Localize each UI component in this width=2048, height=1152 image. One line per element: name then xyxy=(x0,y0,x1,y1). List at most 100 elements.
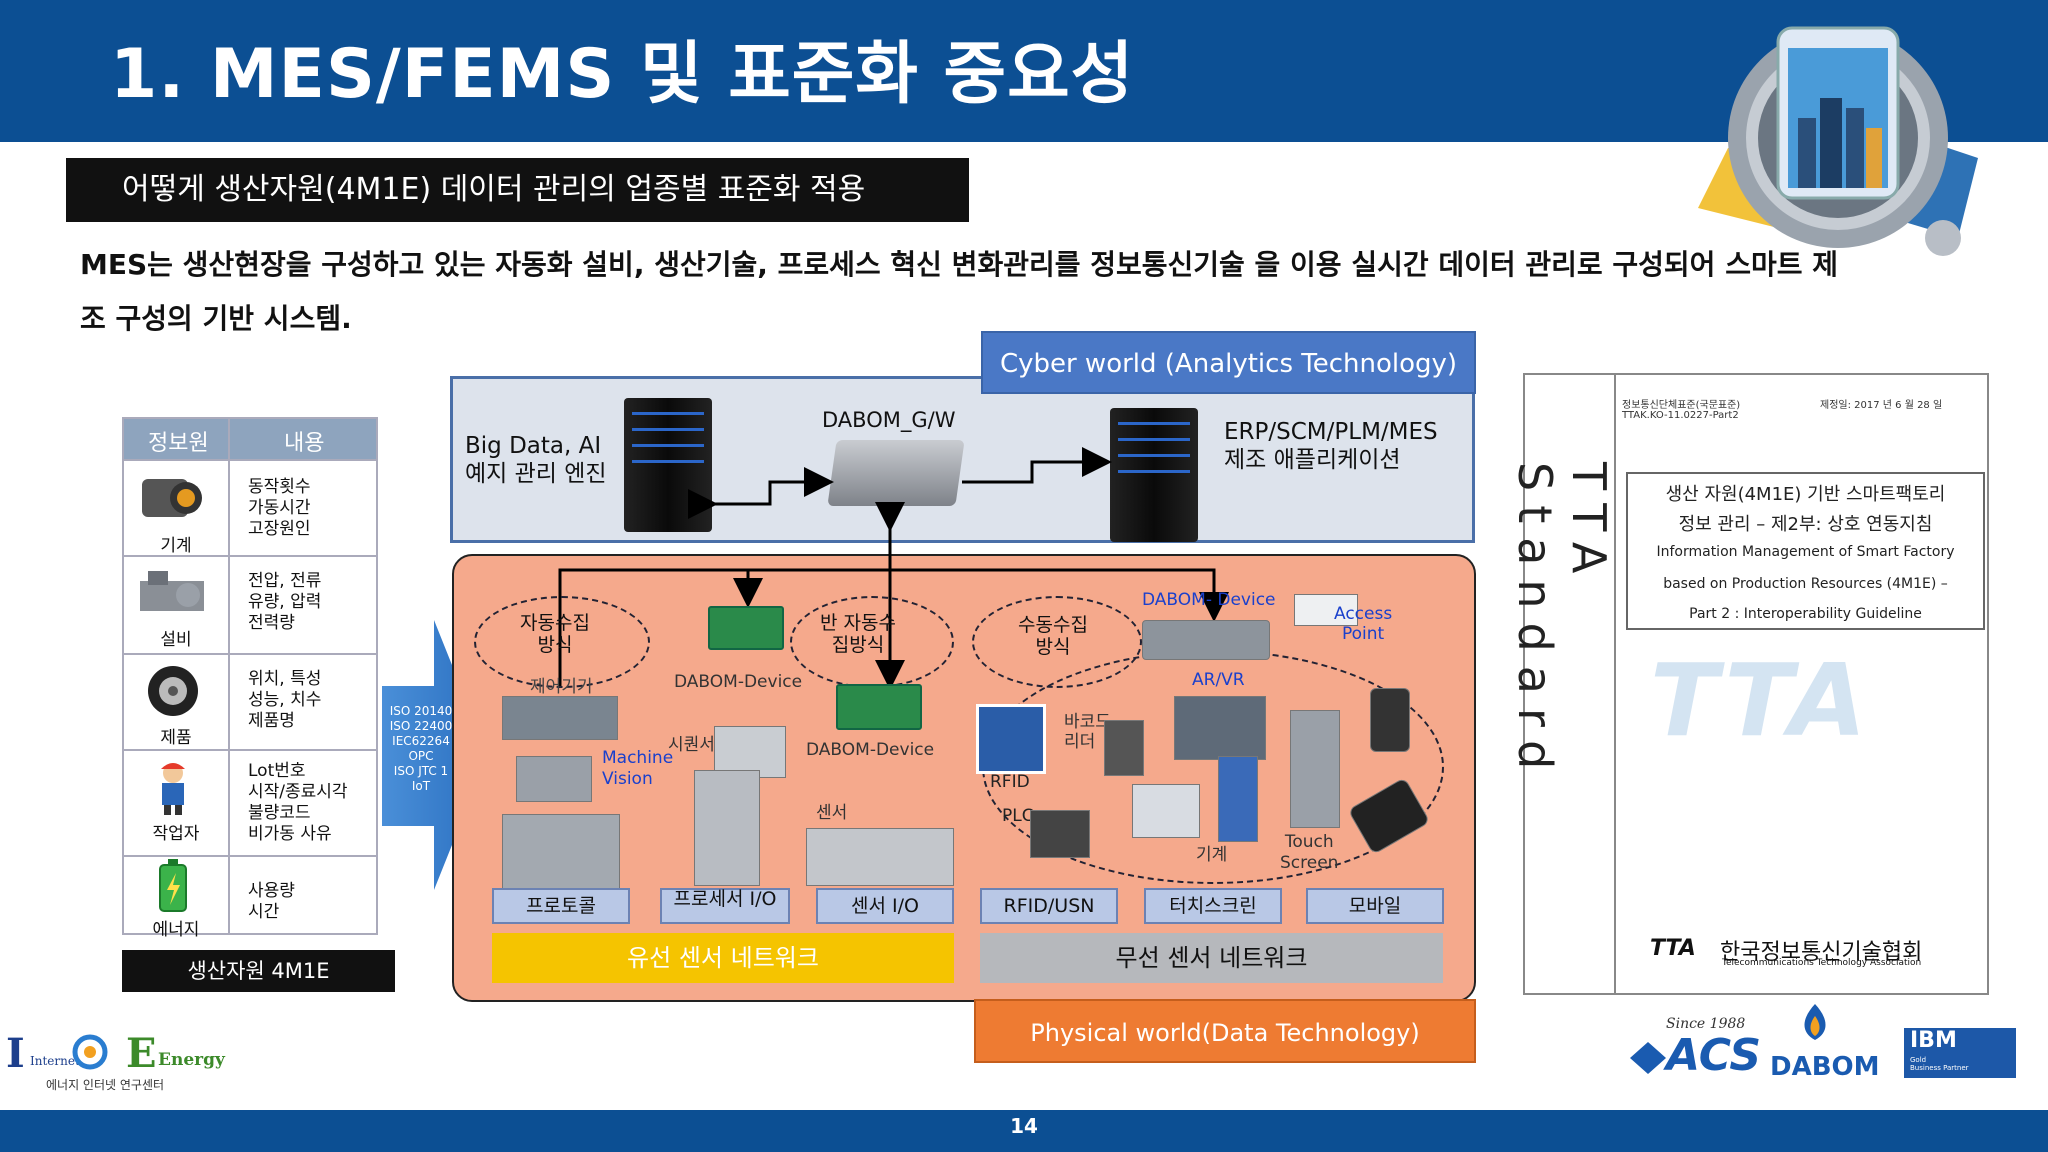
rfid-tag-icon xyxy=(976,704,1046,774)
worker-icon xyxy=(161,763,185,815)
header-bar xyxy=(0,0,2048,142)
packaging-machine-image xyxy=(694,770,760,886)
dabom-device-icon-2 xyxy=(836,684,922,730)
machine-label: 기계 xyxy=(1196,845,1228,865)
acs-logo: ACS xyxy=(1666,1030,1762,1081)
acs-since: Since 1988 xyxy=(1666,1016,1746,1032)
processor-io-box: 프로세서 I/O xyxy=(660,888,790,924)
dabom-device-3-label: DABOM- Device xyxy=(1142,590,1276,610)
row-label: 기계 xyxy=(160,536,192,556)
wired-sensor-network-bar: 유선 센서 네트워크 xyxy=(492,933,954,983)
motor-icon xyxy=(142,479,202,517)
resource-table-footer: 생산자원 4M1E xyxy=(122,950,395,992)
row-label: 설비 xyxy=(160,630,192,650)
rfid-usn-box: RFID/USN xyxy=(980,888,1118,924)
dabom-device-label-2: DABOM-Device xyxy=(806,740,935,760)
row-label: 에너지 xyxy=(152,920,200,940)
header-content: 내용 xyxy=(284,431,325,456)
rfid-label: RFID xyxy=(990,772,1030,792)
doc-header-right: 제정일: 2017 년 6 월 28 일 xyxy=(1820,400,1943,411)
page-title: 1. MES/FEMS 및 표준화 중요성 xyxy=(110,35,1135,114)
gateway-label: DABOM_G/W xyxy=(822,408,956,432)
energy-label: Energy xyxy=(158,1050,225,1070)
tta-org-korean: 한국정보통신기술협회 xyxy=(1720,940,1923,965)
description-line-1: MES는 생산현장을 구성하고 있는 자동화 설비, 생산기술, 프로세스 혁신… xyxy=(80,248,1838,281)
chiller-machine-image xyxy=(502,814,620,892)
access-point-icon xyxy=(1294,594,1358,626)
dabom-device-3-icon xyxy=(1142,620,1270,660)
dabom-logo: DABOM xyxy=(1770,1052,1880,1082)
machine-tool-image xyxy=(1132,784,1200,838)
standards-arrow xyxy=(382,620,488,890)
internet-energy-logo-i: I xyxy=(6,1030,25,1077)
row-label: 제품 xyxy=(160,728,192,748)
internet-label: Internet xyxy=(30,1054,80,1068)
doc-header-left-2: TTAK.KO-11.0227-Part2 xyxy=(1622,410,1739,421)
section-subtitle-bar: 어떻게 생산자원(4M1E) 데이터 관리의 업종별 표준화 적용 xyxy=(66,158,969,222)
ie-logo-circle-icon xyxy=(72,1034,108,1070)
dabom-device-label: DABOM-Device xyxy=(674,672,803,692)
tta-org-english: Telecommunications Technology Associatio… xyxy=(1722,958,1922,968)
sensor-label: 센서 xyxy=(816,803,848,823)
row-label: 작업자 xyxy=(152,824,200,844)
doc-title-ko-1: 생산 자원(4M1E) 기반 스마트팩토리 xyxy=(1665,484,1946,505)
ibm-logo-box xyxy=(1904,1028,2016,1078)
arvr-headset-image xyxy=(1174,696,1266,760)
physical-world-label: Physical world(Data Technology) xyxy=(974,999,1476,1063)
arvr-label: AR/VR xyxy=(1192,670,1245,690)
vision-camera-image xyxy=(516,756,592,802)
doc-title-ko-2: 정보 관리 – 제2부: 상호 연동지침 xyxy=(1678,514,1933,535)
header-source: 정보원 xyxy=(148,431,209,456)
technician-image xyxy=(1218,756,1258,842)
battery-icon xyxy=(159,859,187,912)
barcode-scanner-image xyxy=(1104,720,1144,776)
tta-watermark-logo: TTA xyxy=(1650,642,1871,759)
doc-title-en-2: based on Production Resources (4M1E) – xyxy=(1663,576,1948,592)
wireless-sensor-network-bar: 무선 센서 네트워크 xyxy=(980,933,1443,983)
control-device-label: 제어기기 xyxy=(530,677,593,697)
doc-title-en-1: Information Management of Smart Factory xyxy=(1656,544,1955,560)
auto-collect-ellipse xyxy=(474,596,650,688)
doc-title-en-3: Part 2 : Interoperability Guideline xyxy=(1689,606,1922,622)
sensor-equipment-image xyxy=(806,828,954,886)
energy-internet-center: 에너지 인터넷 연구센터 xyxy=(46,1078,165,1092)
tire-icon xyxy=(148,666,198,716)
dabom-flame-icon xyxy=(1804,1004,1826,1040)
control-rack-image xyxy=(502,696,618,740)
sensor-io-box: 센서 I/O xyxy=(816,888,954,924)
document-divider xyxy=(1614,373,1616,995)
protocol-box: 프로토콜 xyxy=(492,888,630,924)
equipment-icon xyxy=(140,571,204,611)
dabom-device-icon xyxy=(708,606,784,650)
cyber-world-panel xyxy=(450,376,1475,543)
cyber-world-label: Cyber world (Analytics Technology) xyxy=(981,331,1476,394)
ibm-logo: IBM xyxy=(1910,1028,1957,1053)
plc-label: PLC xyxy=(1002,806,1034,826)
resource-table-header: 정보원 내용 xyxy=(124,419,376,459)
table-divider xyxy=(228,419,230,933)
smart-factory-gear-illustration xyxy=(1698,26,1978,256)
footer-bar xyxy=(0,1110,2048,1152)
handheld-scanner-image xyxy=(1370,688,1410,752)
sequencer-label: 시퀀서 xyxy=(668,735,715,755)
